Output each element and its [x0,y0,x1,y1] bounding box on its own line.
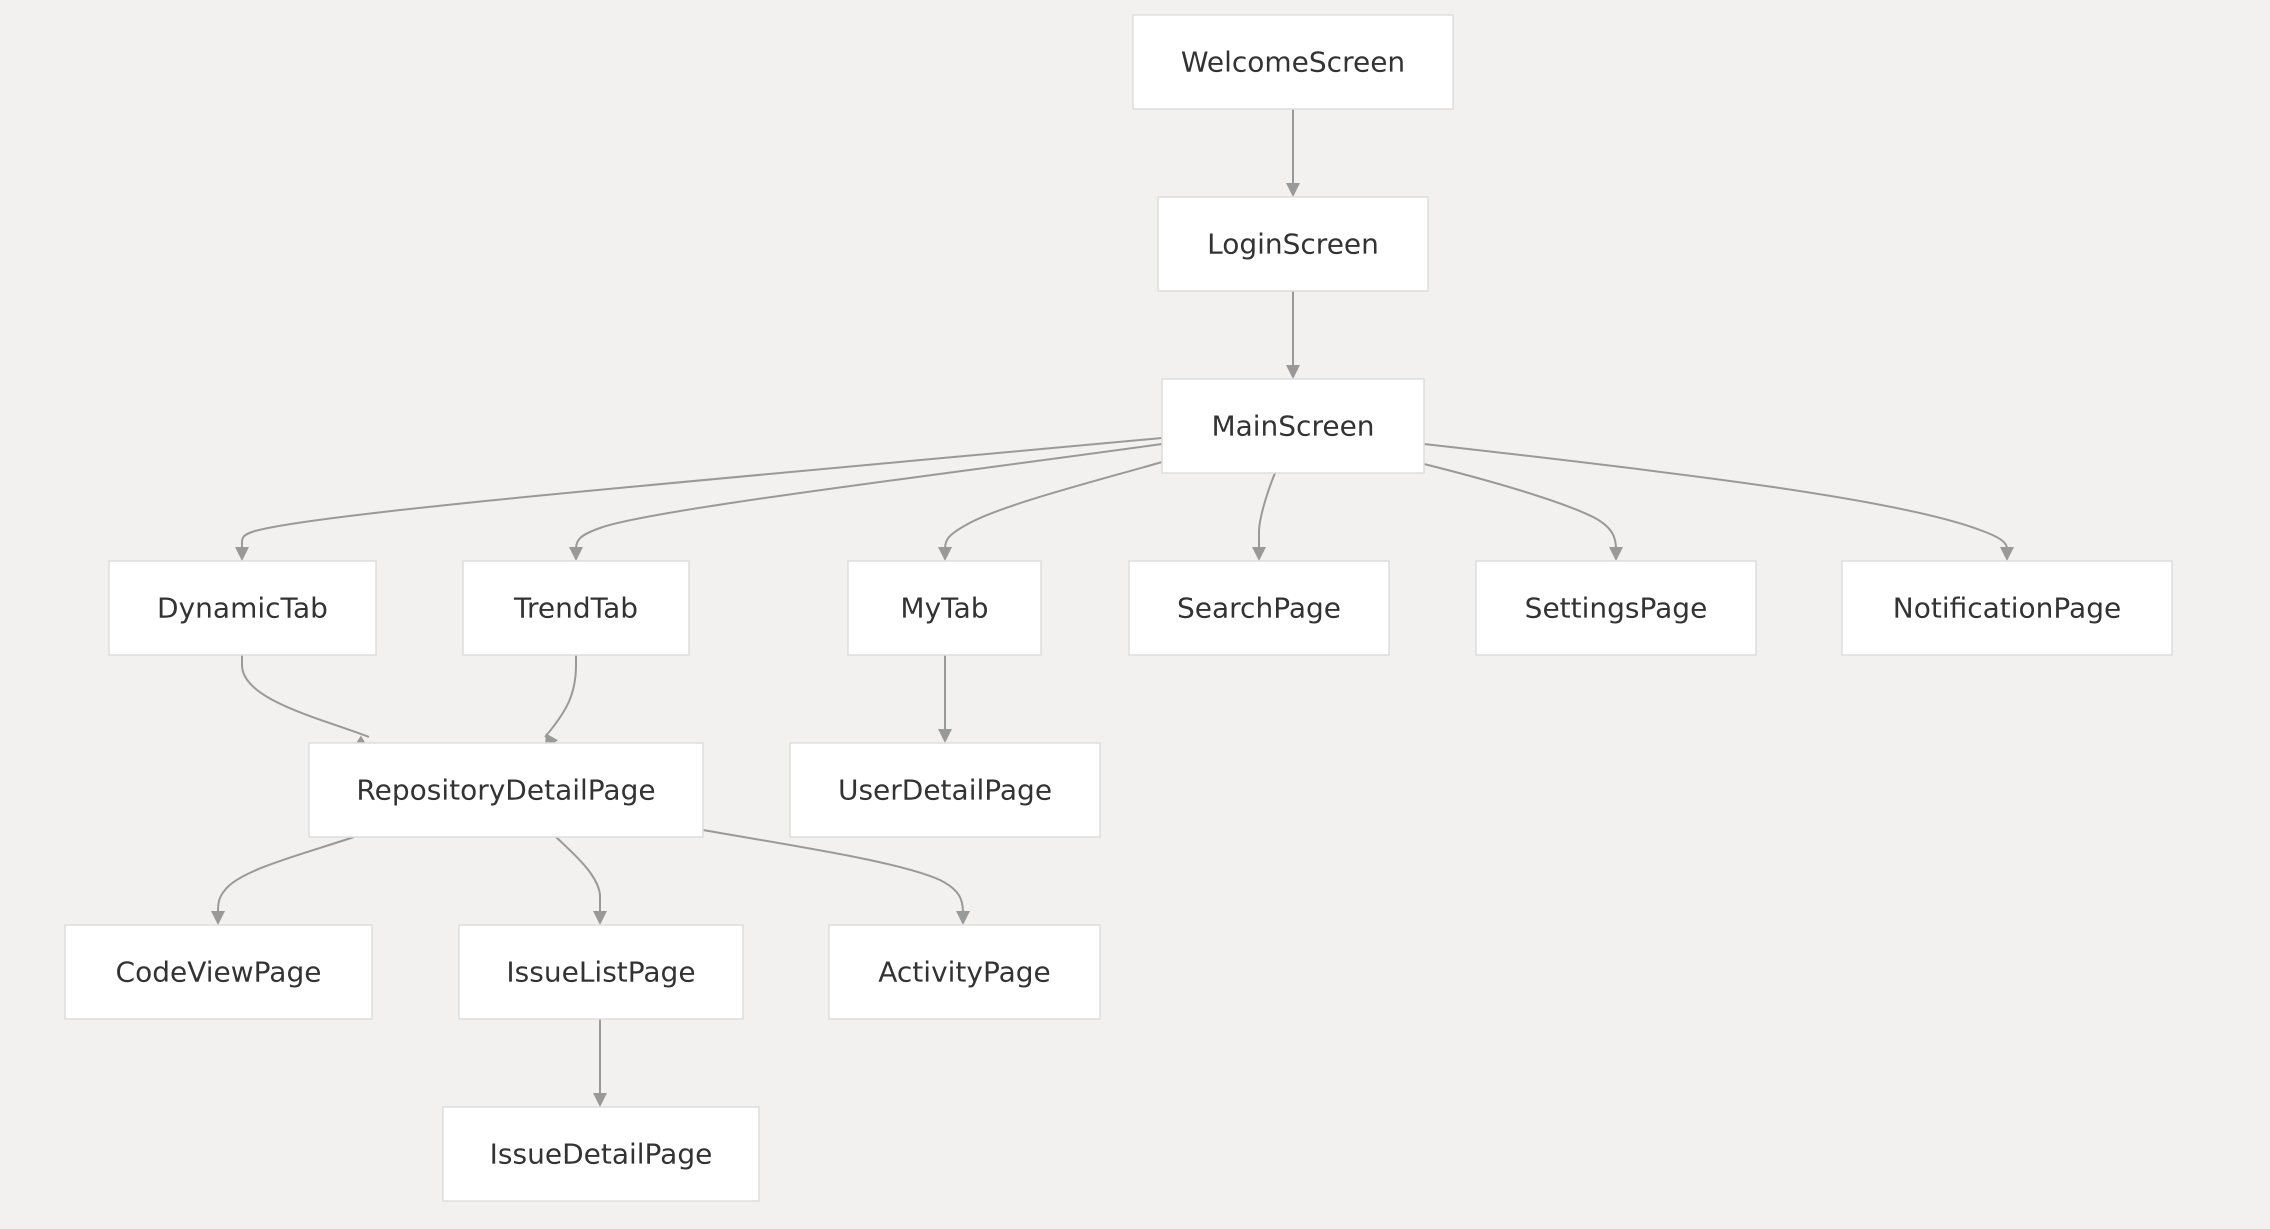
node-box [1841,560,2173,656]
edge-line [1423,463,1617,550]
arrowhead-icon [938,547,952,561]
node-label: CodeViewPage [116,956,322,989]
edges-layer [211,109,2014,1107]
node-label: RepositoryDetailPage [356,774,655,807]
node-box [458,924,744,1020]
node-settings: SettingsPage [1475,560,1757,656]
edge-repo-code [211,836,355,925]
edge-main-settings [1423,463,1623,561]
edge-main-notification [1423,443,2014,561]
node-box [64,924,373,1020]
node-label: SearchPage [1177,592,1341,625]
node-box [442,1106,760,1202]
node-box [462,560,690,656]
node-issuedetail: IssueDetailPage [442,1106,760,1202]
edge-repo-issuelist [555,836,607,925]
arrowhead-icon [593,1093,607,1107]
node-box [1128,560,1390,656]
edge-repo-activity [702,829,970,925]
edge-line [240,437,1163,550]
arrowhead-icon [569,547,583,561]
node-box [1475,560,1757,656]
node-repo: RepositoryDetailPage [308,742,704,838]
node-box [308,742,704,838]
node-login: LoginScreen [1157,196,1429,292]
node-trend: TrendTab [462,560,690,656]
node-dynamic: DynamicTab [108,560,377,656]
edge-dynamic-repo [241,655,370,749]
node-label: WelcomeScreen [1181,46,1405,79]
edge-line [1258,472,1276,549]
arrowhead-icon [1252,547,1266,561]
edge-line [1423,443,2008,550]
edge-line [944,461,1163,550]
arrowhead-icon [1286,183,1300,197]
node-main: MainScreen [1161,378,1425,474]
node-box [789,742,1101,838]
edge-line [702,829,964,914]
node-label: MainScreen [1211,410,1374,443]
node-user: UserDetailPage [789,742,1101,838]
node-label: UserDetailPage [838,774,1052,807]
node-label: SettingsPage [1525,592,1708,625]
node-box [1157,196,1429,292]
node-label: TrendTab [513,592,638,625]
node-label: MyTab [900,592,988,625]
node-welcome: WelcomeScreen [1132,14,1454,110]
node-issuelist: IssueListPage [458,924,744,1020]
arrowhead-icon [938,729,952,743]
arrowhead-icon [956,911,970,925]
nodes-layer: WelcomeScreenLoginScreenMainScreenDynami… [64,14,2173,1202]
arrowhead-icon [235,547,249,561]
arrowhead-icon [211,911,225,925]
node-label: ActivityPage [878,956,1051,989]
edge-main-trend [569,443,1163,561]
edge-login-main [1286,291,1300,379]
edge-main-search [1252,472,1276,561]
node-box [1132,14,1454,110]
node-code: CodeViewPage [64,924,373,1020]
edge-my-user [938,655,952,743]
edge-line [575,443,1163,550]
arrowhead-icon [593,911,607,925]
node-label: DynamicTab [157,592,328,625]
node-box [108,560,377,656]
edge-line [544,655,577,738]
node-box [1161,378,1425,474]
node-label: IssueDetailPage [490,1138,713,1171]
node-box [828,924,1101,1020]
edge-main-my [938,461,1163,561]
node-search: SearchPage [1128,560,1390,656]
node-my: MyTab [847,560,1042,656]
edge-welcome-login [1286,109,1300,197]
edge-trend-repo [544,655,577,749]
edge-line [217,836,355,914]
arrowhead-icon [2000,547,2014,561]
node-label: IssueListPage [506,956,695,989]
edge-issuelist-issuedetail [593,1019,607,1107]
edge-main-dynamic [235,437,1163,561]
edge-line [555,836,601,913]
arrowhead-icon [1286,365,1300,379]
arrowhead-icon [1609,547,1623,561]
node-activity: ActivityPage [828,924,1101,1020]
node-box [847,560,1042,656]
node-label: LoginScreen [1207,228,1379,261]
node-notification: NotificationPage [1841,560,2173,656]
edge-line [241,655,370,738]
node-label: NotificationPage [1893,592,2121,625]
